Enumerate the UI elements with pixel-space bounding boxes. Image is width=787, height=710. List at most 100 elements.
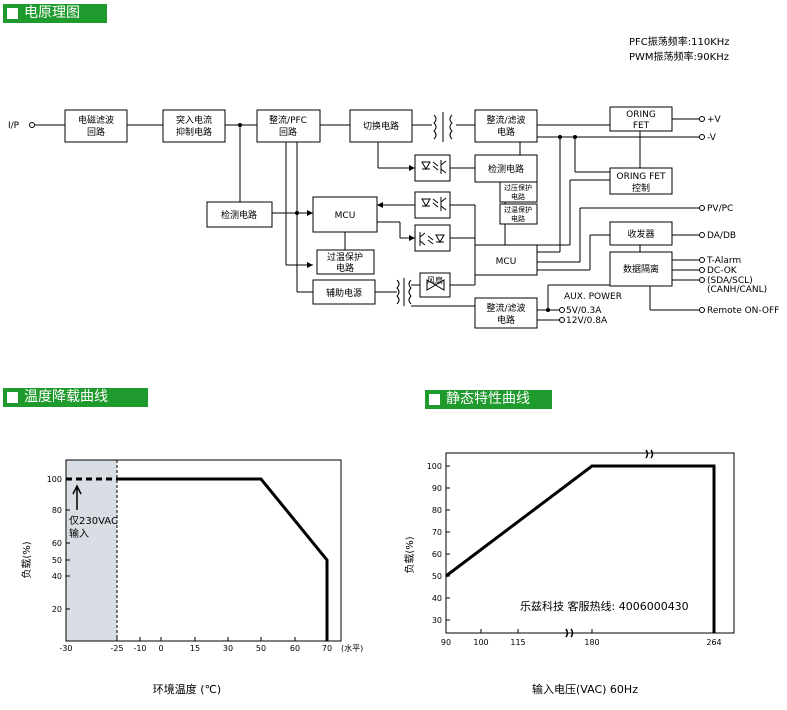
- oring-ctrl-block: [609, 167, 673, 195]
- derating-note-2: 输入: [69, 527, 89, 540]
- emi-label-2: 回路: [87, 126, 105, 138]
- static-ytick-label: 90: [432, 484, 442, 493]
- derating-ytick-label: 50: [52, 556, 62, 565]
- pwm-frequency: PWM振荡频率:90KHz: [629, 52, 729, 63]
- isolation-block: [609, 251, 673, 287]
- oring2-label-2: 控制: [632, 182, 650, 194]
- detect1-block: [474, 154, 538, 183]
- static-ylabel: 负载(%): [403, 536, 416, 573]
- sdascl-label: (SDA/SCL): [707, 276, 753, 286]
- axis-break-icon: [565, 449, 654, 638]
- inrush-label-1: 突入电流: [176, 114, 212, 126]
- transceiver-block: [609, 221, 673, 246]
- static-xtick-label: 264: [706, 638, 721, 647]
- isolation-label: 数据隔离: [623, 263, 659, 275]
- static-ytick-label: 60: [432, 550, 442, 559]
- derating-ytick-label: 80: [52, 506, 62, 515]
- rectifier2-block: [474, 297, 538, 329]
- static-ytick-label: 100: [427, 462, 442, 471]
- talarm-label: T-Alarm: [706, 256, 741, 266]
- static-xtick-label: 90: [441, 638, 451, 647]
- otp2-block: [316, 249, 375, 275]
- remote-label: Remote ON-OFF: [707, 306, 779, 316]
- static-ytick-label: 80: [432, 506, 442, 515]
- derating-xtick-label: -10: [133, 644, 146, 653]
- aux12v-terminal: [559, 317, 565, 323]
- derating-xtick-label: -30: [59, 644, 72, 653]
- talarm-terminal: [699, 257, 705, 263]
- derating-xtick-label: -25: [110, 644, 123, 653]
- fan-label: 风扇: [427, 275, 443, 285]
- derating-xunit: (水平): [341, 643, 363, 653]
- ovp-label-1: 过压保护: [504, 183, 532, 192]
- derating-ytick-label: 40: [52, 572, 62, 581]
- inrush-label-2: 抑制电路: [176, 126, 212, 138]
- transceiver-label: 收发器: [627, 228, 654, 240]
- dadb-terminal: [699, 232, 705, 238]
- mcu1-block: [312, 196, 378, 233]
- static-title: 静态特性曲线: [446, 391, 530, 407]
- vplus-label: +V: [707, 115, 722, 125]
- header-square-icon: [429, 394, 440, 405]
- static-xlabel: 输入电压(VAC) 60Hz: [532, 682, 638, 696]
- dcok-label: DC-OK: [707, 266, 738, 276]
- derating-ylabel: 负载(%): [20, 541, 33, 578]
- sda-terminal: [699, 277, 705, 283]
- rect1-label-2: 电路: [497, 126, 515, 138]
- detect1-label: 检测电路: [488, 163, 524, 175]
- derating-ytick-label: 100: [47, 475, 62, 484]
- pvpc-terminal: [699, 205, 705, 211]
- otp1-label-1: 过温保护: [504, 205, 532, 214]
- mcu1-label: MCU: [335, 211, 356, 221]
- derating-note-1: 仅230VAC: [69, 515, 118, 527]
- derating-xtick-label: 70: [322, 644, 332, 653]
- rect2-label-1: 整流/滤波: [486, 302, 525, 314]
- aux-supply-block: [312, 279, 376, 305]
- static-xtick-label: 180: [584, 638, 599, 647]
- derating-ytick-label: 20: [52, 605, 62, 614]
- opto2-block: [414, 191, 451, 219]
- derating-header: 温度降载曲线: [3, 388, 148, 407]
- aux5v-terminal: [559, 307, 565, 313]
- canh-label: (CANH/CANL): [707, 285, 767, 295]
- optocoupler-icon: [419, 160, 447, 291]
- header-square-icon: [7, 392, 18, 403]
- pvpc-label: PV/PC: [707, 204, 733, 214]
- pfc-block: [256, 109, 321, 143]
- oring1-label-1: ORING: [626, 110, 656, 120]
- static-ytick-label: 40: [432, 594, 442, 603]
- otp2-label-1: 过温保护: [327, 251, 363, 263]
- otp1-block: [499, 203, 538, 225]
- derating-xtick-label: 50: [256, 644, 266, 653]
- vminus-terminal: [699, 134, 705, 140]
- rect2-label-2: 电路: [497, 314, 515, 326]
- detect2-block: [206, 201, 273, 228]
- derating-xtick-label: 30: [223, 644, 233, 653]
- static-ytick-label: 30: [432, 616, 442, 625]
- ovp-label-2: 电路: [511, 192, 525, 201]
- mcu2-label: MCU: [496, 257, 517, 267]
- derating-xtick-label: 0: [158, 644, 163, 653]
- static-plot-frame: [445, 452, 735, 634]
- vplus-terminal: [699, 116, 705, 122]
- derating-ytick-label: 60: [52, 539, 62, 548]
- rectifier1-block: [474, 109, 538, 143]
- vminus-label: -V: [707, 133, 717, 143]
- pfc-label-1: 整流/PFC: [269, 114, 307, 126]
- fan-block: [419, 272, 451, 298]
- opto3-block: [414, 224, 451, 252]
- static-header: 静态特性曲线: [425, 390, 552, 409]
- detect2-label: 检测电路: [221, 209, 257, 221]
- pfc-frequency: PFC振荡频率:110KHz: [629, 37, 730, 48]
- derating-series-line: [117, 477, 329, 641]
- header-square-icon: [7, 8, 18, 19]
- remote-terminal: [699, 307, 705, 313]
- derating-plot-frame: [65, 459, 342, 642]
- derating-xtick-label: 15: [190, 644, 200, 653]
- switch-label: 切换电路: [363, 120, 399, 132]
- otp2-label-2: 电路: [336, 262, 354, 274]
- static-xtick-label: 100: [473, 638, 488, 647]
